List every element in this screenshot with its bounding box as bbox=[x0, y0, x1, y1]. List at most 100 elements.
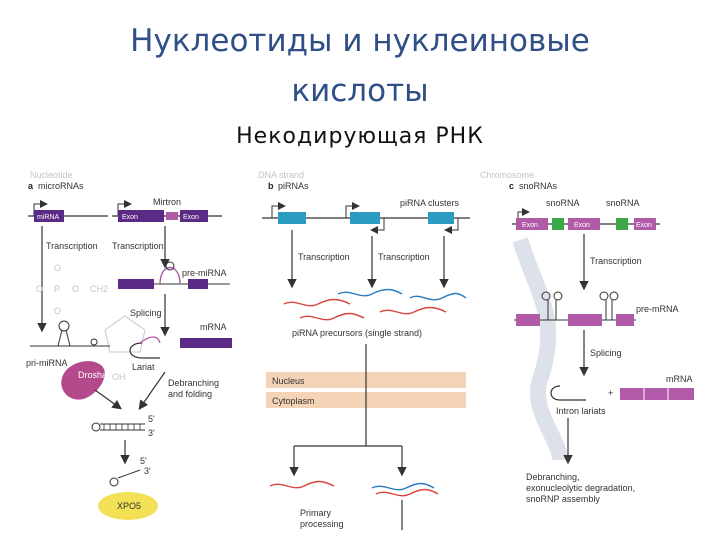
precursor-red-2 bbox=[299, 312, 365, 321]
snorna-exon-3 bbox=[634, 218, 656, 230]
lariat-shape-a bbox=[129, 342, 160, 359]
pirna-promoter-1 bbox=[271, 202, 286, 218]
end5-label-a: 5' bbox=[148, 414, 155, 424]
snorna-label-1: snoRNA bbox=[546, 198, 580, 208]
panel-b-bg-label: DNA strand bbox=[258, 170, 304, 180]
processing-label: processing bbox=[300, 519, 344, 529]
chromosome-shape bbox=[512, 237, 568, 461]
phosphate-label: P bbox=[54, 284, 60, 294]
panel-b-letter: b bbox=[268, 181, 274, 191]
transcription-label-a1: Transcription bbox=[46, 241, 98, 251]
intron-lariat bbox=[550, 385, 586, 401]
pirna-cluster-1 bbox=[278, 212, 306, 224]
mirtron-hairpin bbox=[159, 266, 181, 285]
mirtron-box bbox=[166, 212, 178, 220]
mirna-box bbox=[34, 210, 64, 222]
pre-mrna-c-stem-1 bbox=[547, 300, 557, 320]
pre-mrna-c-exon-2 bbox=[568, 314, 602, 326]
end5-label-b: 5' bbox=[140, 456, 147, 466]
exon-left-box bbox=[118, 210, 164, 222]
mirtron-label: Mirtron bbox=[153, 197, 181, 207]
exon-right-label: Exon bbox=[183, 214, 199, 221]
exon-left-label: Exon bbox=[122, 214, 138, 221]
primary-blue bbox=[371, 482, 435, 491]
mrna-label-a: mRNA bbox=[200, 322, 227, 332]
panel-b: DNA strand b piRNAs piRNA clusters Trans… bbox=[258, 170, 470, 530]
mrna-label-c: mRNA bbox=[666, 374, 693, 384]
exon-right-box bbox=[180, 210, 208, 222]
pre-mirna-label-a: pre-miRNA bbox=[182, 268, 227, 278]
pirna-promoter-3 bbox=[370, 218, 385, 234]
pirna-clusters-label: piRNA clusters bbox=[400, 198, 460, 208]
mrna-bar-a bbox=[180, 338, 232, 348]
slide-title-line-1: Нуклеотиды и нуклеиновые bbox=[130, 23, 590, 59]
panel-c: Chromosome c snoRNAs snoRNA snoRNA Exon … bbox=[480, 170, 694, 504]
plus-sign: + bbox=[608, 388, 613, 398]
debranching-label-a: Debranching bbox=[168, 378, 219, 388]
panel-a-title: microRNAs bbox=[38, 181, 84, 191]
pre-mrna-label-c: pre-mRNA bbox=[636, 304, 679, 314]
splicing-label-a: Splicing bbox=[130, 308, 162, 318]
snornp-assembly-label: snoRNP assembly bbox=[526, 494, 600, 504]
slide-title-line-2: кислоты bbox=[291, 73, 429, 109]
precursor-red-3 bbox=[379, 306, 447, 315]
pri-mirna-loop bbox=[58, 320, 70, 332]
lariat-hairpin bbox=[139, 336, 161, 344]
pirna-precursors-label: piRNA precursors (single strand) bbox=[292, 328, 422, 338]
pri-mirna-stem bbox=[57, 329, 71, 347]
pri-mirna-label: pri-miRNA bbox=[26, 358, 68, 368]
oxygen-top: O bbox=[54, 263, 61, 273]
pre-mrna-c-stem-2 bbox=[605, 300, 613, 320]
precursor-blue-2 bbox=[409, 292, 467, 301]
mirna-box-label: miRNA bbox=[37, 214, 59, 221]
intron-lariats-label: Intron lariats bbox=[556, 406, 606, 416]
snorna-exon-1 bbox=[516, 218, 548, 230]
snorna-green-2 bbox=[616, 218, 628, 230]
pre-mrna-c-loop-2b bbox=[609, 291, 619, 301]
mrna-bar-c bbox=[620, 388, 694, 400]
pre-mrna-c-loop-1a bbox=[541, 291, 551, 301]
precursor-red-1 bbox=[283, 298, 351, 307]
hairpin-base-pairs bbox=[103, 424, 141, 430]
transcription-label-a2: Transcription bbox=[112, 241, 164, 251]
lariat-label: Lariat bbox=[132, 362, 155, 372]
debranching-label-c: Debranching, bbox=[526, 472, 580, 482]
mirtron-loop bbox=[165, 261, 175, 271]
pirna-cluster-3 bbox=[428, 212, 454, 224]
primary-red bbox=[269, 480, 335, 489]
oxygen-bottom: O bbox=[54, 306, 61, 316]
pre-mrna-c-exon-1 bbox=[516, 314, 540, 326]
pirna-promoter-2 bbox=[345, 202, 360, 218]
xpo5-label: XPO5 bbox=[117, 501, 141, 511]
pre-mrna-c-exon-3 bbox=[616, 314, 634, 326]
snorna-label-2: snoRNA bbox=[606, 198, 640, 208]
end3-label-a: 3' bbox=[148, 428, 155, 438]
drosha-label: Drosha bbox=[78, 370, 107, 380]
panel-c-bg-label: Chromosome bbox=[480, 170, 534, 180]
xpo5-rna-loop bbox=[109, 477, 119, 487]
panel-a-letter: a bbox=[28, 181, 34, 191]
primary-label: Primary bbox=[300, 508, 331, 518]
snorna-green-1 bbox=[552, 218, 564, 230]
panel-c-title: snoRNAs bbox=[519, 181, 558, 191]
xpo5-rna-strand bbox=[117, 469, 141, 479]
pirna-promoter-4 bbox=[444, 218, 459, 234]
pre-mrna-c-loop-1b bbox=[553, 291, 563, 301]
ch2-label: CH2 bbox=[90, 284, 108, 294]
ribose-ring bbox=[104, 315, 146, 353]
degradation-label: exonucleolytic degradation, bbox=[526, 483, 635, 493]
panel-a: Nucleotide a microRNAs miRNA Mirtron Exo… bbox=[26, 170, 232, 520]
and-folding-label: and folding bbox=[168, 389, 212, 399]
snorna-exon-2 bbox=[568, 218, 600, 230]
hydroxyl-label: OH bbox=[112, 372, 126, 382]
panel-a-bg-label: Nucleotide bbox=[30, 170, 73, 180]
end3-label-b: 3' bbox=[144, 466, 151, 476]
transcription-label-b1: Transcription bbox=[298, 252, 350, 262]
nucleus-label: Nucleus bbox=[272, 376, 305, 386]
snorna-exon-2-label: Exon bbox=[574, 222, 590, 229]
snorna-exon-3-label: Exon bbox=[636, 222, 652, 229]
xpo5-exportin bbox=[98, 492, 158, 520]
transcription-label-b2: Transcription bbox=[378, 252, 430, 262]
primary-red-2 bbox=[375, 488, 439, 497]
